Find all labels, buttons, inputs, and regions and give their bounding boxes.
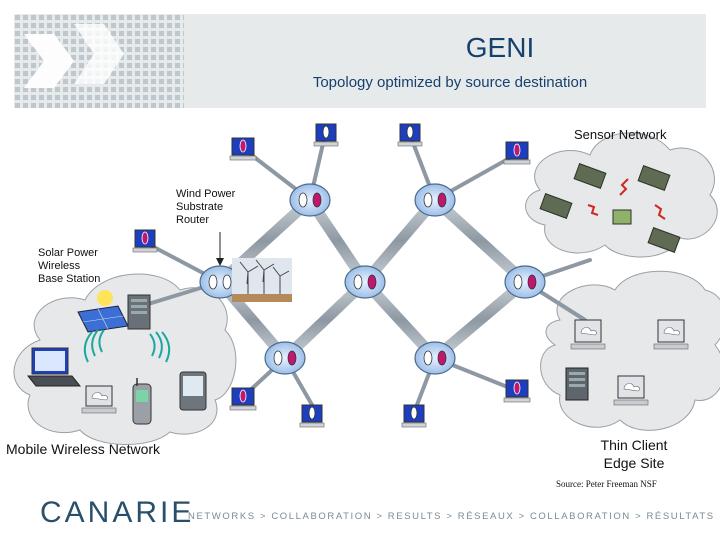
mobile-wireless-label: Mobile Wireless Network [6,441,161,457]
computer-icon [397,123,423,147]
source-credit: Source: Peter Freeman NSF [556,479,657,489]
laptop-icon [26,347,82,387]
thin-client-computer-icon [653,319,689,350]
page-title: GENI [465,32,535,63]
pda-icon [179,371,207,411]
router-node [504,265,546,299]
wireless-signal-icon [587,178,666,220]
label-line: Solar Power [38,247,98,259]
sensor-device-icon [539,163,681,253]
label-line: Edge Site [603,455,665,471]
computer-icon [229,137,257,161]
desktop-computer-icon [81,385,117,414]
label-line: Router [176,214,210,226]
sensor-network-label: Sensor Network [574,127,667,142]
mobile-phone-icon [132,378,152,425]
router-node [264,341,306,375]
computer-icon [229,387,257,411]
label-line: Base Station [38,273,101,285]
base-station-icon [127,294,151,330]
server-rack-icon [565,367,589,401]
solar-panel-icon [77,290,129,333]
router-node [414,341,456,375]
solar-power-station-label: Solar Power Wireless Base Station [38,247,100,286]
label-line: Substrate [176,201,224,213]
computer-icon [401,404,427,428]
router-node [344,265,386,299]
computer-icon [503,141,531,165]
computer-icon [299,404,325,428]
wind-router-pointer [216,232,224,266]
wireless-waves-icon [83,329,171,363]
label-line: Wireless [38,260,81,272]
header-pattern [14,14,184,108]
footer-tagline: NETWORKS > COLLABORATION > RESULTS > RÉS… [188,511,715,522]
wind-turbine-icon [232,258,292,302]
wind-power-router-label: Wind Power Substrate Router [176,188,235,227]
router-node [414,183,456,217]
canarie-logo: CANARIE [40,496,195,529]
thin-client-cloud [540,270,720,431]
label-line: Thin Client [600,437,668,453]
computer-icon [503,379,531,403]
thin-client-computer-icon [570,319,606,350]
label-line: Wind Power [176,188,236,200]
backbone-links [214,194,531,364]
computer-icon [132,229,158,253]
page-subtitle: Topology optimized by source destination [312,74,588,91]
router-node [289,183,331,217]
computer-icon [313,123,339,147]
thin-client-label: Thin Client Edge Site [584,436,684,472]
thin-client-computer-icon [613,375,649,406]
